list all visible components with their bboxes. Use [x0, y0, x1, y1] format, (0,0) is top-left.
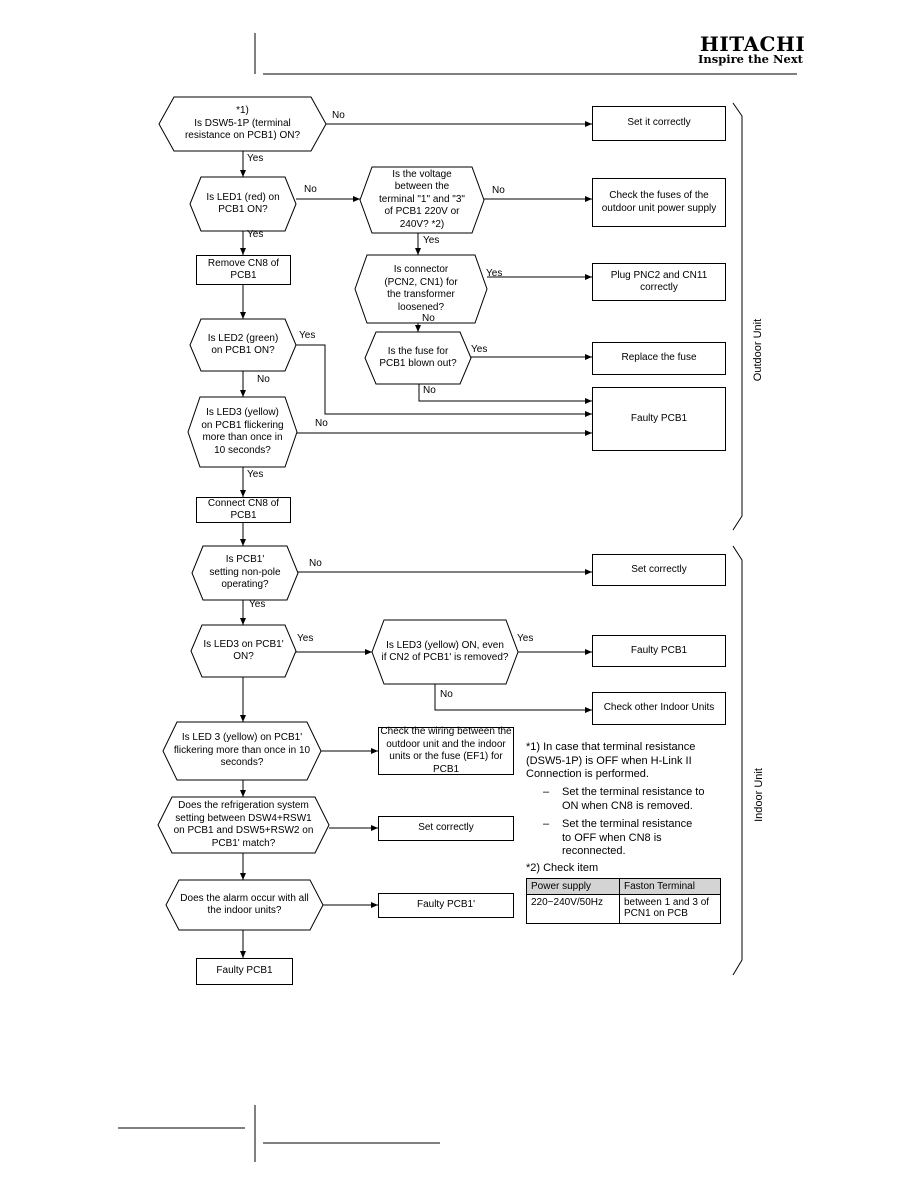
- result-faulty-pcb1-prime: Faulty PCB1': [378, 893, 514, 918]
- step-connect-cn8-text: Connect CN8 of PCB1: [207, 497, 280, 522]
- question-led3b-text: Is LED3 on PCB1' ON?: [203, 638, 284, 663]
- question-led2-text: Is LED2 (green) on PCB1 ON?: [207, 332, 279, 357]
- question-fuse-text: Is the fuse for PCB1 blown out?: [379, 345, 457, 370]
- question-led1: Is LED1 (red) on PCB1 ON?: [192, 177, 294, 231]
- check-table-header-terminal: Faston Terminal: [619, 878, 721, 895]
- result-set-correctly-refrig-text: Set correctly: [418, 822, 474, 834]
- step-remove-cn8: Remove CN8 of PCB1: [196, 255, 291, 285]
- check-table-cell-power: 220~240V/50Hz: [526, 894, 620, 924]
- label-yes-voltage: Yes: [423, 235, 440, 246]
- result-faulty-pcb1-outdoor-text: Faulty PCB1: [630, 412, 688, 424]
- step-connect-cn8: Connect CN8 of PCB1: [196, 497, 291, 523]
- result-set-it-correctly-text: Set it correctly: [627, 117, 691, 129]
- result-check-wiring-text: Check the wiring between the outdoor uni…: [380, 726, 512, 775]
- result-faulty-pcb1-prime-text: Faulty PCB1': [416, 899, 476, 911]
- question-flicker-text: Is LED 3 (yellow) on PCB1' flickering mo…: [173, 732, 311, 769]
- note-1-bullet-2: Set the terminal resistance to OFF when …: [562, 818, 693, 857]
- result-set-correctly-nonpole-text: Set correctly: [631, 563, 687, 575]
- label-no-led3: No: [315, 418, 328, 429]
- result-check-other-indoor: Check other Indoor Units: [592, 692, 726, 725]
- question-led3c: Is LED3 (yellow) ON, even if CN2 of PCB1…: [374, 620, 516, 684]
- check-table-cell-terminal: between 1 and 3 of PCN1 on PCB: [619, 894, 721, 924]
- label-no-led2: No: [257, 374, 270, 385]
- label-no-fuse: No: [423, 385, 436, 396]
- question-led3c-text: Is LED3 (yellow) ON, even if CN2 of PCB1…: [381, 639, 509, 664]
- result-check-wiring: Check the wiring between the outdoor uni…: [378, 726, 514, 775]
- question-alarm: Does the alarm occur with all the indoor…: [168, 880, 321, 930]
- label-yes-led2: Yes: [299, 330, 316, 341]
- result-check-fuses: Check the fuses of the outdoor unit powe…: [592, 178, 726, 227]
- question-dsw5: *1) Is DSW5-1P (terminal resistance on P…: [165, 97, 320, 151]
- brand-tagline: Inspire the Next: [698, 52, 803, 66]
- check-table-header-power: Power supply: [526, 878, 620, 895]
- note-1-dash-2: –: [543, 818, 550, 830]
- question-flicker: Is LED 3 (yellow) on PCB1' flickering mo…: [165, 722, 319, 780]
- result-set-correctly-nonpole: Set correctly: [592, 554, 726, 586]
- question-refrig-text: Does the refrigeration system setting be…: [173, 800, 314, 849]
- result-check-fuses-text: Check the fuses of the outdoor unit powe…: [601, 190, 717, 214]
- question-connector: Is connector (PCN2, CN1) for the transfo…: [357, 255, 485, 323]
- question-voltage: Is the voltage between the terminal "1" …: [362, 167, 482, 233]
- label-yes-led3c: Yes: [517, 633, 534, 644]
- question-alarm-text: Does the alarm occur with all the indoor…: [180, 892, 309, 917]
- label-yes-nonpole: Yes: [249, 599, 266, 610]
- result-faulty-pcb1-last-text: Faulty PCB1: [216, 965, 273, 977]
- question-led2: Is LED2 (green) on PCB1 ON?: [192, 319, 294, 371]
- note-2: *2) Check item: [526, 862, 599, 874]
- result-faulty-pcb1-last: Faulty PCB1: [196, 958, 293, 985]
- question-led3-text: Is LED3 (yellow) on PCB1 flickering more…: [201, 407, 284, 456]
- question-led1-text: Is LED1 (red) on PCB1 ON?: [206, 191, 280, 216]
- side-label-indoor: Indoor Unit: [753, 768, 765, 822]
- question-dsw5-text: *1) Is DSW5-1P (terminal resistance on P…: [184, 105, 301, 142]
- result-replace-fuse: Replace the fuse: [592, 342, 726, 375]
- check-item-table: Power supply Faston Terminal 220~240V/50…: [526, 878, 721, 924]
- result-faulty-pcb1-indoor-text: Faulty PCB1: [630, 644, 688, 656]
- result-check-other-indoor-text: Check other Indoor Units: [603, 702, 715, 714]
- label-no-led3c: No: [440, 689, 453, 700]
- label-yes-led3b: Yes: [297, 633, 314, 644]
- label-yes-dsw5: Yes: [247, 153, 264, 164]
- result-set-it-correctly: Set it correctly: [592, 106, 726, 141]
- note-1-dash-1: –: [543, 786, 550, 798]
- result-replace-fuse-text: Replace the fuse: [621, 352, 697, 364]
- result-plug-connectors-text: Plug PNC2 and CN11 correctly: [610, 269, 708, 294]
- question-led3: Is LED3 (yellow) on PCB1 flickering more…: [190, 397, 295, 467]
- question-nonpole: Is PCB1' setting non-pole operating?: [194, 546, 296, 600]
- label-no-nonpole: No: [309, 558, 322, 569]
- label-yes-led3: Yes: [247, 469, 264, 480]
- side-label-outdoor: Outdoor Unit: [752, 318, 764, 382]
- result-faulty-pcb1-indoor: Faulty PCB1: [592, 635, 726, 667]
- label-no-voltage: No: [492, 185, 505, 196]
- question-led3b: Is LED3 on PCB1' ON?: [193, 625, 294, 677]
- question-nonpole-text: Is PCB1' setting non-pole operating?: [209, 554, 281, 591]
- label-yes-fuse: Yes: [471, 344, 488, 355]
- label-no-dsw5: No: [332, 110, 345, 121]
- question-connector-text: Is connector (PCN2, CN1) for the transfo…: [384, 264, 458, 313]
- note-1: *1) In case that terminal resistance (DS…: [526, 741, 696, 780]
- result-plug-connectors: Plug PNC2 and CN11 correctly: [592, 263, 726, 301]
- question-fuse: Is the fuse for PCB1 blown out?: [367, 332, 469, 384]
- label-yes-led1: Yes: [247, 229, 264, 240]
- label-no-led1: No: [304, 184, 317, 195]
- note-1-bullet-1: Set the terminal resistance to ON when C…: [562, 786, 705, 812]
- result-set-correctly-refrig: Set correctly: [378, 816, 514, 841]
- label-yes-connector: Yes: [486, 268, 503, 279]
- label-no-connector: No: [422, 313, 435, 324]
- brand-logo: HITACHI: [700, 32, 806, 56]
- check-table-header-row: Power supply Faston Terminal: [526, 878, 721, 895]
- question-voltage-text: Is the voltage between the terminal "1" …: [379, 168, 465, 230]
- result-faulty-pcb1-outdoor: Faulty PCB1: [592, 387, 726, 451]
- question-refrig: Does the refrigeration system setting be…: [160, 797, 327, 853]
- check-table-row: 220~240V/50Hz between 1 and 3 of PCN1 on…: [526, 894, 721, 924]
- step-remove-cn8-text: Remove CN8 of PCB1: [207, 257, 280, 282]
